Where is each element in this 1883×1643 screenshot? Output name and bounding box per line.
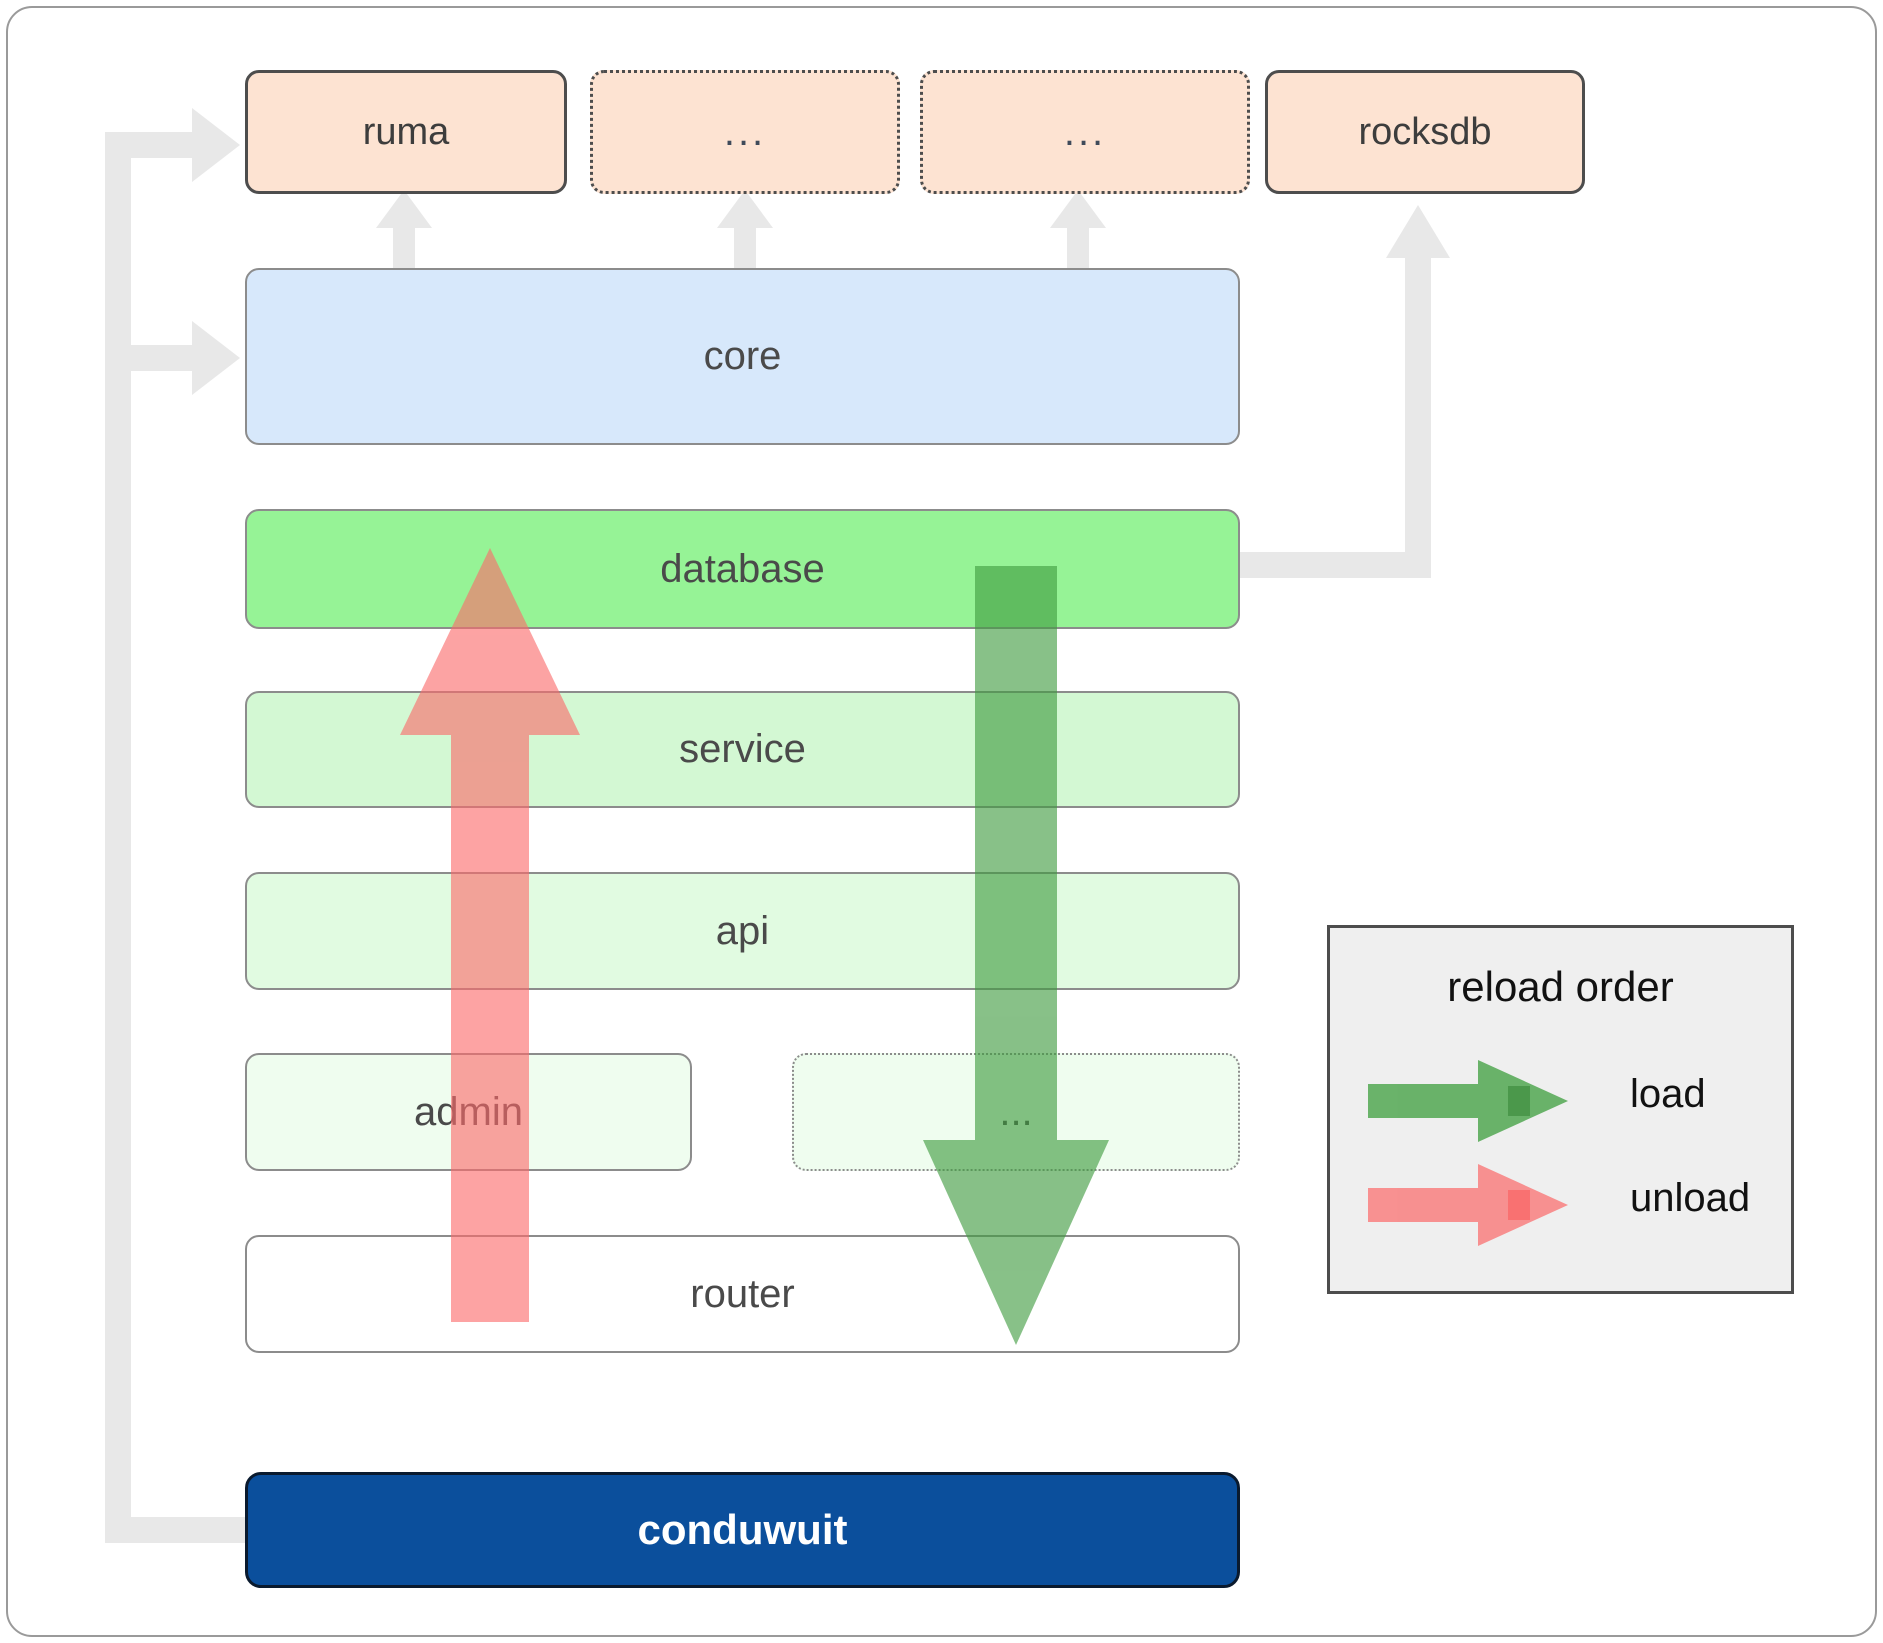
- layer-box-database[interactable]: database: [245, 509, 1240, 629]
- layer-label-router: router: [690, 1271, 795, 1316]
- legend-title: reload order: [1447, 963, 1674, 1010]
- dependency-label-etc-2: ...: [1063, 109, 1107, 154]
- layer-box-router[interactable]: router: [245, 1235, 1240, 1353]
- layer-box-etc[interactable]: ...: [792, 1053, 1240, 1171]
- layer-label-database: database: [660, 546, 825, 591]
- dependency-box-ruma[interactable]: ruma: [245, 70, 567, 194]
- layer-label-admin: admin: [414, 1089, 523, 1134]
- legend-label-load: load: [1630, 1072, 1706, 1116]
- layer-box-core[interactable]: core: [245, 268, 1240, 445]
- dependency-label-rocksdb: rocksdb: [1358, 110, 1492, 153]
- dependency-label-ruma: ruma: [362, 110, 450, 153]
- legend-swatch-load: [1368, 1060, 1568, 1142]
- layer-box-admin[interactable]: admin: [245, 1053, 692, 1171]
- dependency-box-etc-1[interactable]: ...: [590, 70, 900, 194]
- layer-label-service: service: [679, 727, 806, 771]
- legend-row-load: load: [1330, 1056, 1791, 1146]
- layer-label-api: api: [715, 908, 770, 953]
- dependency-box-etc-2[interactable]: ...: [920, 70, 1250, 194]
- legend-label-unload: unload: [1630, 1176, 1751, 1220]
- layer-label-etc: ...: [999, 1089, 1033, 1134]
- legend-panel: reload order load unload: [1327, 925, 1794, 1294]
- layer-label-core: core: [703, 334, 782, 378]
- legend-row-unload: unload: [1330, 1160, 1791, 1250]
- layer-box-api[interactable]: api: [245, 872, 1240, 990]
- layer-box-service[interactable]: service: [245, 691, 1240, 808]
- dependency-box-rocksdb[interactable]: rocksdb: [1265, 70, 1585, 194]
- application-label-conduwuit: conduwuit: [637, 1506, 848, 1553]
- legend-swatch-unload: [1368, 1164, 1568, 1246]
- dependency-label-etc-1: ...: [723, 109, 767, 154]
- application-box-conduwuit[interactable]: conduwuit: [245, 1472, 1240, 1588]
